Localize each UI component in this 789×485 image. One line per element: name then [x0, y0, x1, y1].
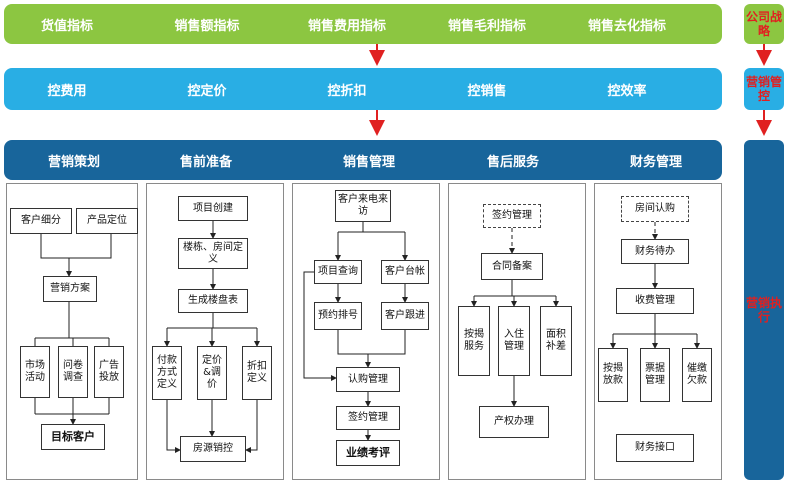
strategy-bar: 货值指标 销售额指标 销售费用指标 销售毛利指标 销售去化指标	[4, 4, 722, 44]
execution-item: 售后服务	[486, 154, 540, 170]
box-finance-interface: 财务接口	[616, 434, 694, 462]
box-inventory-control: 房源销控	[180, 436, 246, 462]
panel-presale-prep	[146, 183, 284, 480]
box-target-customer: 目标客户	[41, 424, 105, 450]
execution-item: 营销策划	[47, 154, 101, 170]
box-payment-method-define: 付款方式定义	[152, 346, 182, 400]
box-generate-sales-table: 生成楼盘表	[178, 289, 248, 313]
box-finance-pending: 财务待办	[621, 239, 689, 264]
box-contract-mgmt: 签约管理	[336, 406, 400, 430]
box-building-room-define: 楼栋、房间定义	[178, 238, 248, 269]
execution-item: 销售管理	[342, 154, 396, 170]
strategy-item: 销售额指标	[174, 18, 240, 34]
box-market-activity: 市场活动	[20, 346, 50, 398]
box-pricing-adjust: 定价&调价	[197, 346, 227, 400]
execution-bar: 营销策划 售前准备 销售管理 售后服务 财务管理	[4, 140, 722, 180]
control-bar: 控费用 控定价 控折扣 控销售 控效率	[4, 68, 722, 110]
box-survey: 问卷调查	[58, 346, 88, 398]
box-property-title: 产权办理	[479, 406, 549, 438]
box-mortgage-service: 按揭服务	[458, 306, 490, 376]
box-fee-mgmt: 收费管理	[616, 288, 694, 314]
box-performance-review: 业绩考评	[336, 440, 400, 466]
box-project-create: 项目创建	[178, 196, 248, 221]
box-product-positioning: 产品定位	[76, 208, 138, 234]
control-item: 控费用	[47, 83, 87, 99]
execution-item: 售前准备	[179, 154, 233, 170]
control-item: 控折扣	[327, 83, 367, 99]
box-advertising: 广告投放	[94, 346, 124, 398]
box-room-subscription: 房间认购	[621, 196, 689, 222]
box-area-adjust: 面积补差	[540, 306, 572, 376]
box-move-in-mgmt: 入住管理	[498, 306, 530, 376]
box-overdue-collection: 催缴欠款	[682, 348, 712, 402]
control-item: 控定价	[187, 83, 227, 99]
strategy-item: 销售去化指标	[587, 18, 667, 34]
box-customer-segment: 客户细分	[10, 208, 72, 234]
side-label-execution: 营销执行	[744, 140, 784, 480]
box-contract-sign: 签约管理	[483, 204, 541, 228]
box-customer-ledger: 客户台帐	[381, 260, 429, 284]
control-item: 控效率	[607, 83, 647, 99]
box-mortgage-disbursement: 按揭放款	[598, 348, 628, 402]
control-item: 控销售	[467, 83, 507, 99]
side-label-strategy: 公司战略	[744, 4, 784, 44]
execution-item: 财务管理	[629, 154, 683, 170]
box-marketing-scheme: 营销方案	[43, 276, 97, 302]
box-reservation: 预约排号	[314, 302, 362, 330]
box-project-query: 项目查询	[314, 260, 362, 284]
box-receipt-mgmt: 票据管理	[640, 348, 670, 402]
box-customer-visit: 客户来电来访	[335, 190, 391, 222]
box-contract-filing: 合同备案	[481, 253, 543, 280]
box-discount-define: 折扣定义	[242, 346, 272, 400]
strategy-item: 销售毛利指标	[447, 18, 527, 34]
strategy-item: 销售费用指标	[307, 18, 387, 34]
side-label-control: 营销管控	[744, 68, 784, 110]
box-subscription-mgmt: 认购管理	[336, 367, 400, 392]
strategy-item: 货值指标	[40, 18, 94, 34]
box-customer-followup: 客户跟进	[381, 302, 429, 330]
panel-finance	[594, 183, 722, 480]
